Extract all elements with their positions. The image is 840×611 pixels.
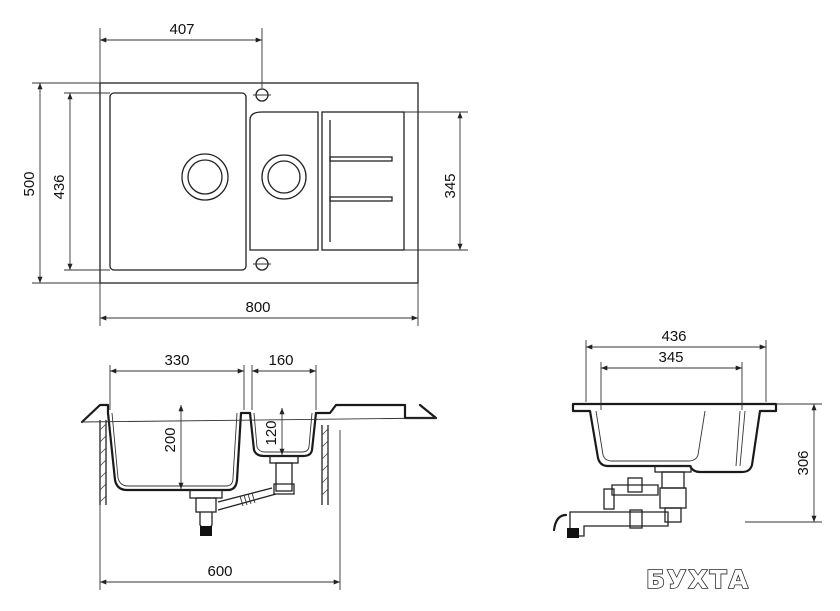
top-drainboard — [321, 111, 405, 251]
brand-logo-text: БУХТА — [646, 565, 750, 594]
top-outer-outline — [99, 82, 419, 284]
dim-160-label: 160 — [268, 352, 293, 369]
top-main-bowl — [109, 92, 247, 271]
dim-345-side: 345 — [600, 349, 743, 410]
dim-200-label: 200 — [162, 427, 179, 452]
dim-800: 800 — [99, 283, 419, 326]
dim-200: 200 — [162, 405, 184, 489]
dim-345-side-label: 345 — [658, 349, 683, 366]
front-section-view: 330 160 200 120 600 — [80, 352, 438, 590]
dim-436-side: 436 — [585, 328, 767, 402]
dim-306: 306 — [745, 403, 822, 523]
dim-330: 330 — [109, 352, 245, 410]
dim-160: 160 — [251, 352, 317, 410]
top-tap-hole-lower — [253, 257, 271, 271]
siphon-outlet — [200, 526, 212, 536]
small-bowl-siphon — [269, 455, 299, 495]
dim-345-top-label: 345 — [442, 173, 459, 198]
top-tap-hole-upper — [253, 88, 271, 102]
dim-600-label: 600 — [207, 563, 232, 580]
side-section-view: 436 345 306 — [552, 328, 822, 538]
top-main-drain — [181, 153, 229, 201]
dim-800-label: 800 — [245, 299, 270, 316]
brand-logo: БУХТА — [645, 564, 750, 595]
dim-436-top: 436 — [51, 92, 110, 271]
dim-500: 500 — [21, 82, 100, 284]
top-small-drain — [261, 154, 307, 200]
dim-500-label: 500 — [21, 171, 38, 196]
dim-407-label: 407 — [169, 21, 194, 38]
dim-120-label: 120 — [263, 420, 280, 445]
side-drain-assembly — [552, 465, 692, 538]
side-sink-profile — [571, 402, 778, 474]
dim-436-top-label: 436 — [51, 174, 68, 199]
dim-120: 120 — [263, 408, 285, 455]
cabinet-wall-right — [321, 425, 329, 505]
dim-345-top: 345 — [404, 111, 468, 251]
front-sink-profile — [80, 403, 438, 492]
top-view: 407 800 500 436 345 — [21, 21, 468, 326]
dim-600: 600 — [99, 430, 341, 590]
dim-436-side-label: 436 — [661, 328, 686, 345]
top-small-bowl — [249, 111, 319, 251]
top-drain-ribs — [329, 120, 393, 242]
dim-330-label: 330 — [164, 352, 189, 369]
cabinet-wall-left — [99, 420, 107, 505]
dim-407: 407 — [99, 21, 263, 88]
dim-306-label: 306 — [795, 450, 812, 475]
main-bowl-siphon — [189, 487, 277, 536]
